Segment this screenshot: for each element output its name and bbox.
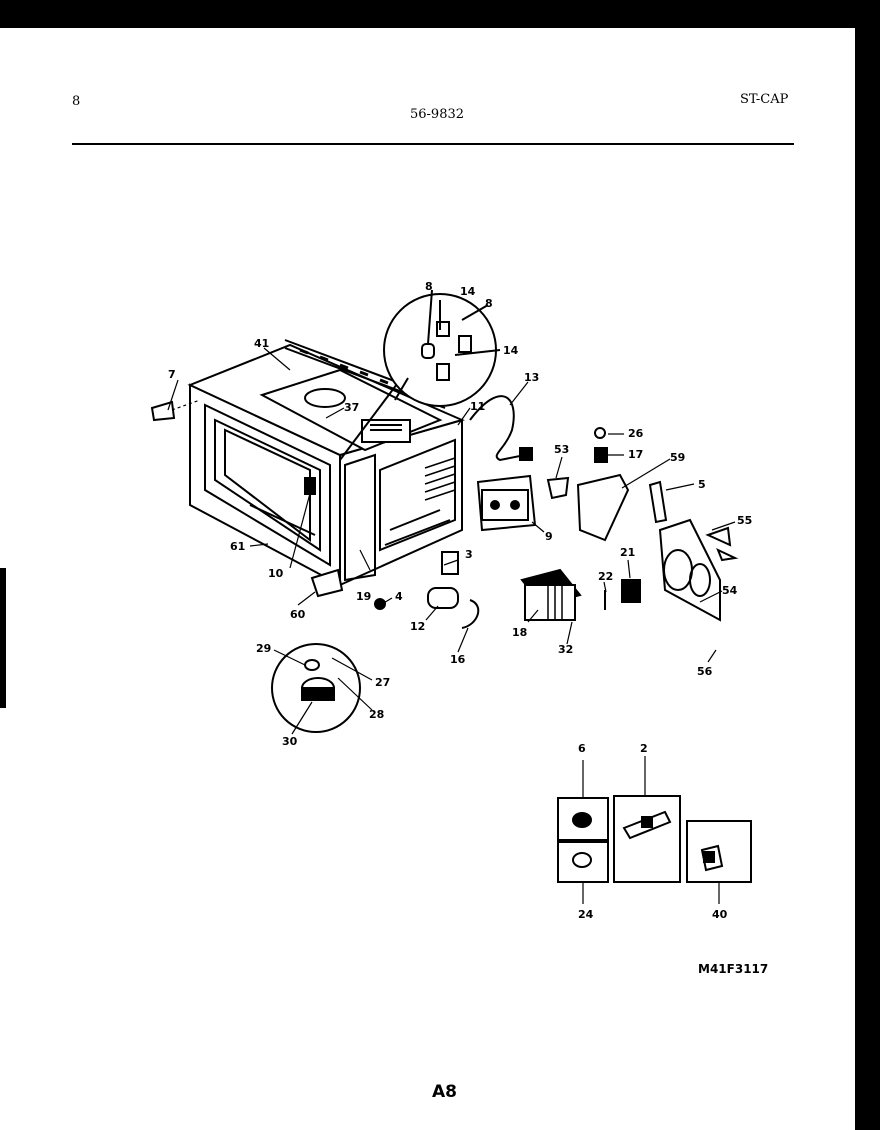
callout: 13: [524, 371, 539, 384]
scan-edge-mark: [0, 568, 6, 708]
callout: 9: [545, 530, 553, 543]
callout: 6: [578, 742, 586, 755]
switch-detail-inset: [383, 289, 501, 407]
callout: 12: [410, 620, 425, 633]
figure-code: M41F3117: [698, 962, 769, 976]
fan-motor-bracket: [658, 518, 739, 622]
part-5: [648, 480, 668, 524]
callout: 27: [375, 676, 390, 689]
callout: 14: [503, 344, 519, 357]
air-guide: [576, 473, 630, 542]
callout: 54: [722, 584, 738, 597]
transformer: [520, 568, 582, 621]
callout: 59: [670, 451, 685, 464]
magnetron: [476, 474, 537, 532]
callout: 37: [344, 401, 359, 414]
callout: 61: [230, 540, 245, 553]
part-60: [310, 568, 344, 598]
callout: 53: [554, 443, 569, 456]
turntable-motor-inset: [271, 643, 361, 733]
callout: 60: [290, 608, 306, 621]
callout: 41: [254, 337, 269, 350]
callout: 14: [460, 285, 476, 298]
lamp-26: [594, 427, 606, 439]
callout: 22: [598, 570, 613, 583]
capacitor: [427, 551, 480, 629]
page-number: 8: [72, 94, 81, 109]
callout: 30: [282, 735, 298, 748]
part-7: [150, 400, 176, 422]
callout: 11: [470, 400, 485, 413]
callout: 28: [369, 708, 384, 721]
callout: 29: [256, 642, 271, 655]
model-number: 56-9832: [410, 107, 465, 122]
header-rule: [72, 143, 794, 145]
callout: 16: [450, 653, 466, 666]
part-box-24: [557, 841, 609, 883]
callout: 7: [168, 368, 176, 381]
lamp-socket-17: [594, 447, 608, 463]
part-4: [374, 598, 386, 610]
callout: 56: [697, 665, 713, 678]
section-label: ST-CAP: [740, 92, 789, 107]
part-box-2: [613, 795, 681, 883]
callout: 17: [628, 448, 643, 461]
page-label: A8: [432, 1082, 457, 1102]
callout: 3: [465, 548, 473, 561]
callout: 55: [737, 514, 752, 527]
callout: 10: [268, 567, 284, 580]
power-cord: [469, 395, 533, 462]
callout: 4: [395, 590, 403, 603]
callout: 8: [425, 280, 433, 293]
callout: 8: [485, 297, 493, 310]
callout: 32: [558, 643, 573, 656]
callout: 18: [512, 626, 527, 639]
callout: 5: [698, 478, 706, 491]
bracket-53: [546, 476, 570, 500]
callout: 21: [620, 546, 635, 559]
thermal-cutout-21: [621, 579, 641, 603]
callout: 26: [628, 427, 644, 440]
callout: 24: [578, 908, 594, 921]
callout: 2: [640, 742, 648, 755]
callout: 19: [356, 590, 371, 603]
callout: 40: [712, 908, 728, 921]
